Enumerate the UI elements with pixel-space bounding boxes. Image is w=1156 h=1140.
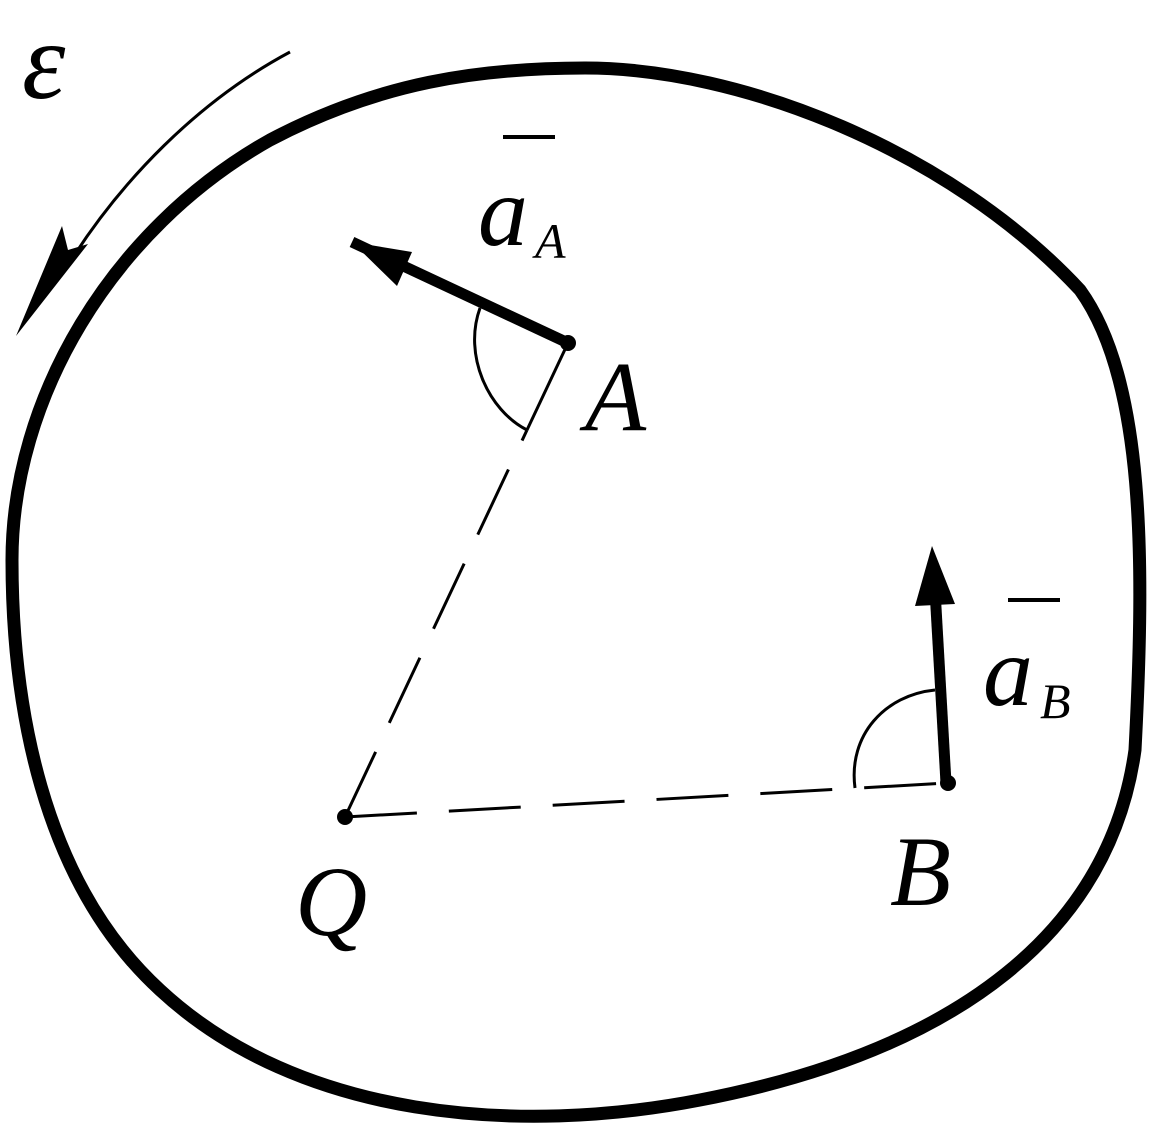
accel-a-subscript: A — [532, 213, 566, 269]
point-a-dot — [560, 335, 576, 351]
angle-arc-a — [473, 307, 528, 432]
angle-arc-b — [852, 688, 936, 789]
acceleration-vector-b — [929, 589, 952, 784]
dashed-line-q-to-b — [344, 781, 949, 819]
acceleration-vector-a-head — [352, 242, 412, 286]
acceleration-vector-b-head — [915, 546, 955, 606]
dashed-line-q-to-a — [343, 429, 529, 818]
point-a-label: A — [579, 341, 647, 452]
accel-b-symbol: a — [983, 616, 1033, 727]
accel-b-subscript: B — [1040, 673, 1071, 729]
point-q-label: Q — [295, 846, 367, 957]
point-b-label: B — [890, 816, 951, 927]
point-q-dot — [337, 809, 353, 825]
segment-a-radius — [525, 342, 570, 431]
epsilon-label: ε — [22, 0, 66, 122]
point-b-dot — [940, 775, 956, 791]
accel-a-symbol: a — [478, 156, 528, 267]
rigid-body-outline — [5, 61, 1147, 1123]
angular-acceleration-arrow-head — [16, 226, 88, 336]
angular-acceleration-arrow — [63, 50, 291, 271]
